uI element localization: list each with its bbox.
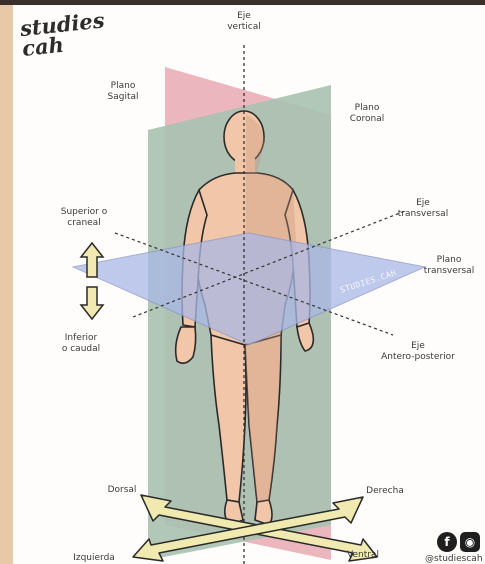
instagram-icon[interactable]: ◉ [460,532,480,552]
anatomy-card: studies cah Eje vertical Plano Sagital P… [13,5,485,564]
superior-inferior-arrow [81,243,103,319]
social-handle: @studiescah [425,554,483,564]
label-plano-coronal: Plano Coronal [339,103,395,125]
transverse-plane [73,233,425,345]
brand-logo: studies cah [19,11,101,59]
facebook-icon[interactable]: f [437,532,457,552]
label-ventral: Ventral [335,550,391,561]
label-eje-transversal: Eje transversal [387,198,459,220]
label-eje-anteroposterior: Eje Antero-posterior [373,341,463,363]
left-hand [176,327,196,363]
anatomical-planes-diagram [13,5,485,564]
label-inferior-caudal: Inferior o caudal [51,333,111,355]
label-plano-transversal: Plano transversal [417,255,481,277]
label-eje-vertical: Eje vertical [219,11,269,33]
label-derecha: Derecha [357,486,413,497]
label-superior-craneal: Superior o craneal [51,207,117,229]
label-dorsal: Dorsal [97,485,147,496]
label-izquierda: Izquierda [63,553,125,564]
label-plano-sagital: Plano Sagital [95,81,151,103]
right-foot [255,500,272,525]
